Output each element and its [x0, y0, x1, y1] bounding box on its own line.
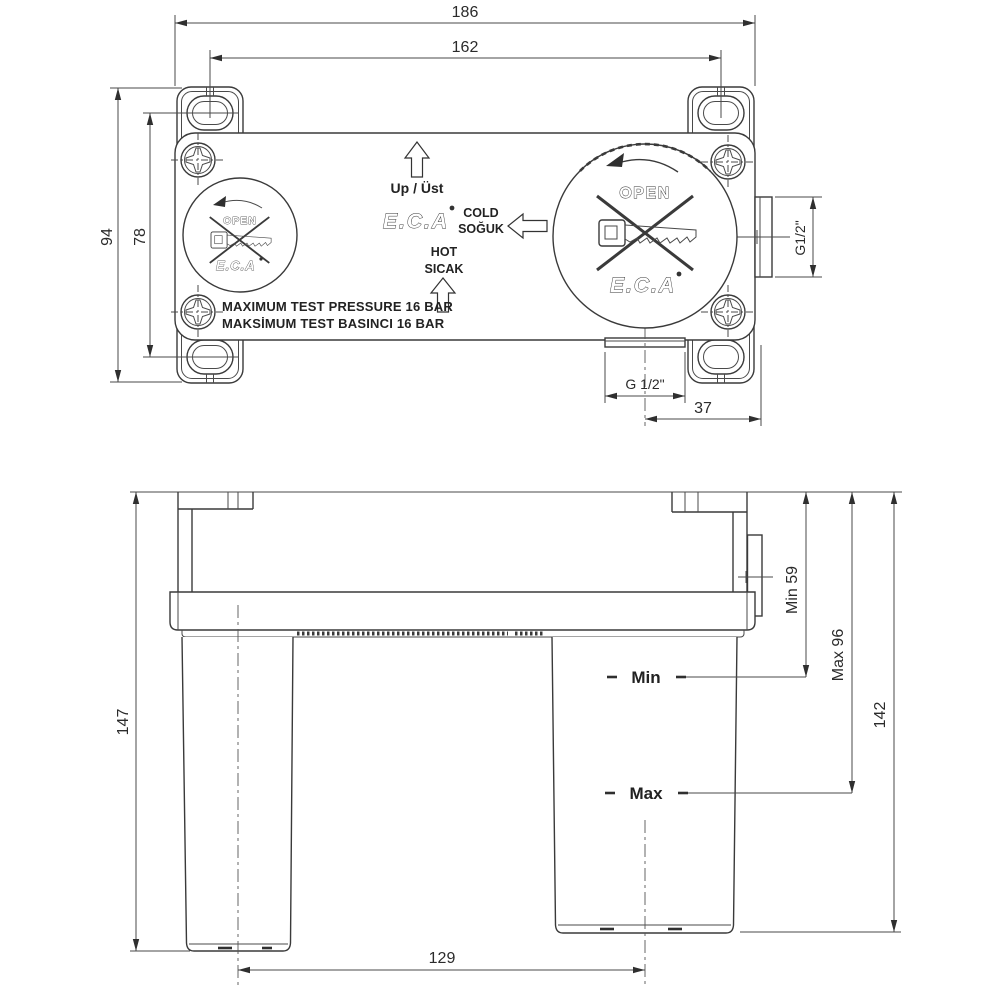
max-label: Max [629, 784, 663, 803]
dim-overall-height: 94 [99, 87, 182, 383]
cold-label-en: COLD [463, 206, 498, 220]
top-view-dimensions: 186 162 94 [99, 4, 822, 426]
right-bracket [671, 492, 748, 592]
right-knob-brand-logo: E.C.A [610, 274, 676, 297]
dim-label: G 1/2" [625, 376, 664, 392]
pressure-label-tr: MAKSİMUM TEST BASINCI 16 BAR [222, 316, 445, 331]
min-label-group: Min [607, 668, 806, 687]
hot-up-arrow-icon [429, 277, 457, 313]
dim-min-depth: Min 59 [784, 492, 810, 677]
dim-label: 162 [452, 39, 479, 56]
dim-label: 186 [452, 4, 479, 21]
dim-leg-spacing: 129 [238, 950, 645, 974]
dim-slot-spacing: 162 [209, 39, 722, 118]
left-leg [181, 605, 294, 985]
left-knob: OPEN E.C.A [182, 177, 298, 293]
dim-total-height: 147 [115, 492, 190, 952]
top-view: OPEN E.C.A OPEN E.C.A Up / Üst E.C.A COL… [99, 4, 822, 426]
body-markings: Up / Üst E.C.A COLD SOĞUK HOT SICAK MAXI… [222, 141, 548, 331]
side-view: Min Max 147 Min 59 [115, 491, 902, 985]
bottom-port [604, 326, 686, 426]
dim-label: 37 [694, 400, 712, 417]
dim-side-port-thread: G1/2" [775, 196, 822, 278]
registered-dot-icon [449, 205, 455, 211]
dim-label: 147 [115, 709, 132, 736]
left-bracket [177, 492, 254, 592]
dim-body-height: 142 [740, 492, 901, 933]
registered-dot-icon [676, 271, 682, 277]
up-arrow-icon [403, 141, 431, 178]
dim-max-depth: Max 96 [830, 492, 856, 793]
dim-label: G1/2" [792, 220, 808, 255]
dim-label: Max 96 [830, 629, 847, 682]
cold-left-arrow-icon [507, 212, 548, 240]
registered-dot-icon [259, 257, 263, 261]
open-direction-arrowhead-icon [606, 153, 624, 167]
knurling-icon [579, 142, 711, 172]
left-knob-brand-logo: E.C.A [216, 258, 256, 273]
dim-slot-height-spacing: 78 [132, 112, 238, 358]
pressure-label-en: MAXIMUM TEST PRESSURE 16 BAR [222, 299, 453, 314]
dim-overall-width: 186 [174, 4, 756, 86]
open-direction-arrowhead-icon [213, 196, 226, 207]
right-knob-open-label: OPEN [619, 185, 670, 202]
dim-label: 142 [872, 702, 889, 729]
dim-label: 129 [429, 950, 456, 967]
max-label-group: Max [605, 784, 852, 803]
flange-plate [169, 591, 756, 638]
open-direction-arrow-icon [617, 158, 679, 173]
hot-label-tr: SICAK [425, 262, 464, 276]
dim-label: Min 59 [784, 566, 801, 614]
left-knob-open-label: OPEN [223, 215, 257, 227]
side-view-dimensions: 147 Min 59 Max 96 142 [115, 492, 901, 974]
min-label: Min [631, 668, 660, 687]
right-knob: OPEN E.C.A [552, 142, 738, 329]
dim-bottom-port-thread: G 1/2" [604, 352, 686, 403]
center-brand-logo: E.C.A [383, 210, 449, 233]
hot-label-en: HOT [431, 245, 458, 259]
right-leg [551, 636, 738, 985]
dim-port-offset: 37 [645, 345, 762, 426]
side-port [737, 196, 790, 278]
cold-label-tr: SOĞUK [458, 221, 504, 236]
up-label: Up / Üst [391, 180, 444, 196]
dim-label: 94 [99, 228, 116, 246]
dim-label: 78 [132, 228, 149, 246]
